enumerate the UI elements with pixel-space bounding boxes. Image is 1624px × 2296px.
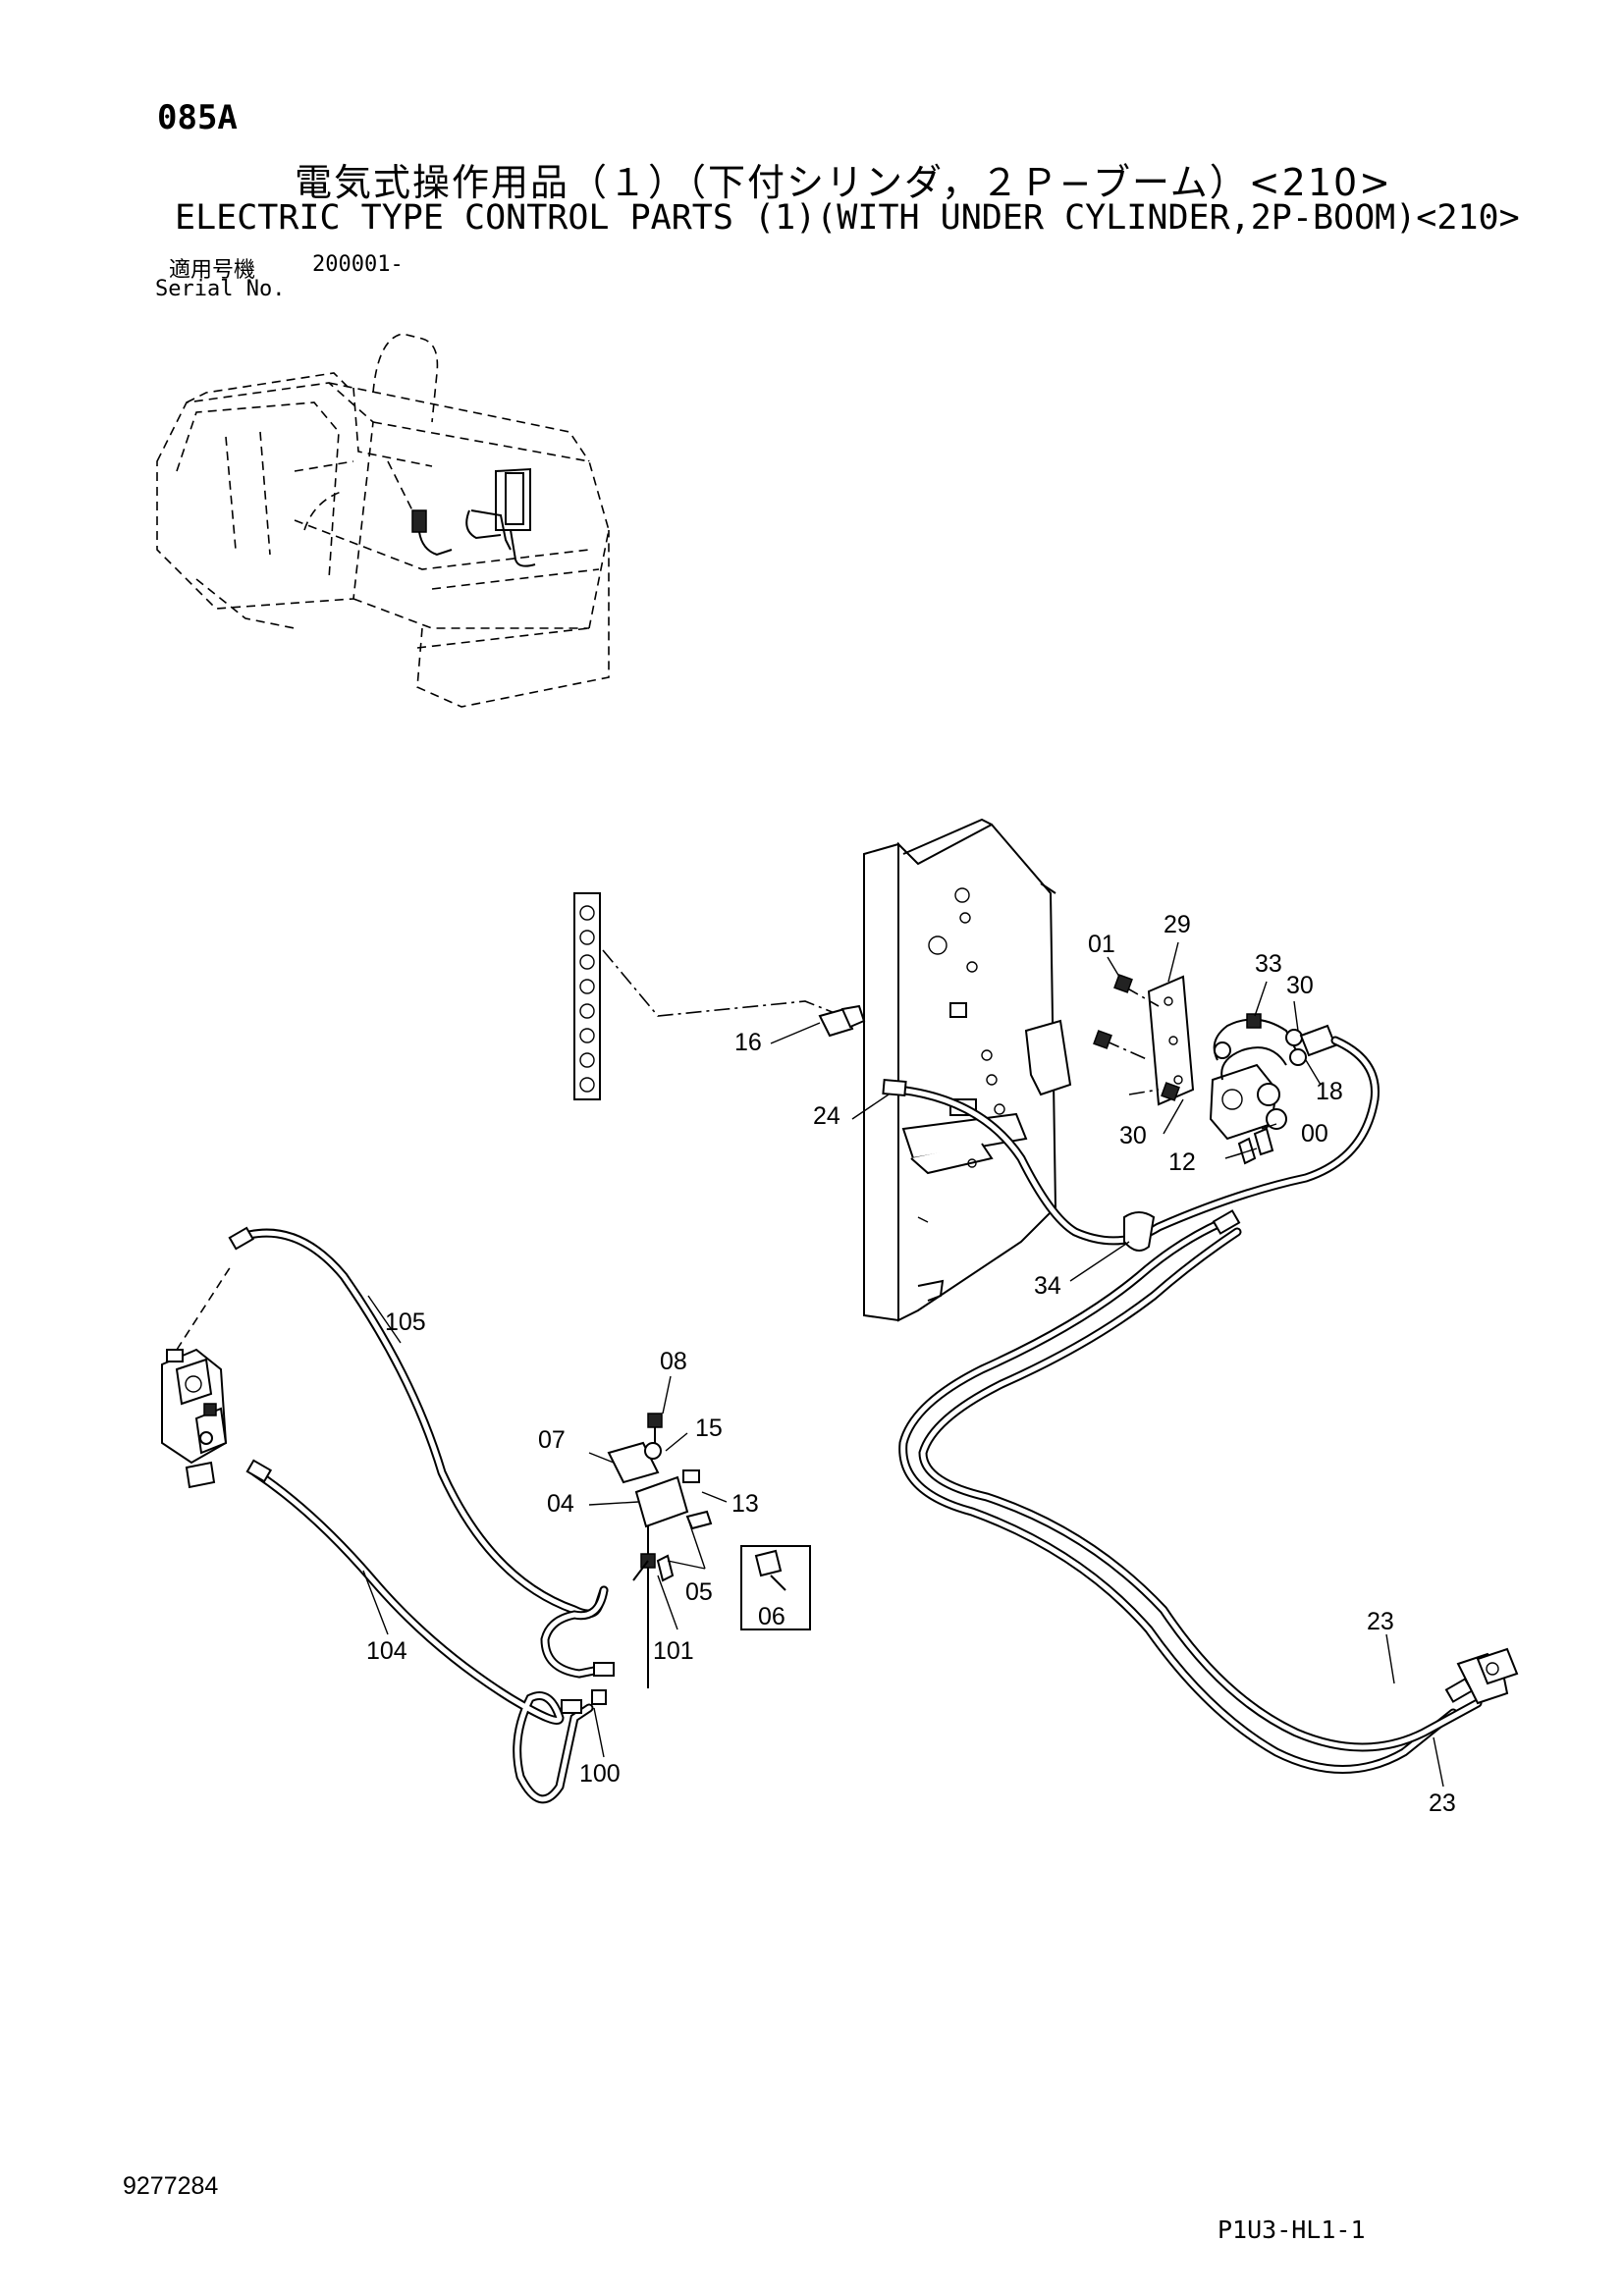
title-english: ELECTRIC TYPE CONTROL PARTS (1)(WITH UND… — [175, 198, 1520, 238]
callout-16: 16 — [734, 1029, 762, 1056]
pilot-valve — [161, 1265, 232, 1489]
callout-104: 104 — [366, 1637, 407, 1665]
callout-00: 00 — [1301, 1120, 1328, 1148]
title-japanese: 電気式操作用品（１）（下付シリンダ，２Ｐ−ブーム）<210> — [295, 161, 1393, 204]
connector-strip — [573, 892, 855, 1100]
callout-24: 24 — [813, 1102, 840, 1130]
machine-overview-illustration — [156, 333, 610, 708]
hose-24-route — [882, 1036, 1380, 1252]
hose-104-route — [245, 1459, 607, 1804]
mounting-panel — [863, 818, 1072, 1322]
page-code: 085A — [157, 98, 238, 137]
callout-30-lower: 30 — [1119, 1122, 1147, 1149]
callout-30-upper: 30 — [1286, 972, 1314, 999]
callout-08: 08 — [660, 1348, 687, 1375]
callout-23-lower: 23 — [1429, 1789, 1456, 1817]
leader-lines — [362, 941, 1444, 1788]
serial-label-english: Serial No. — [155, 277, 286, 301]
callout-105: 105 — [385, 1308, 426, 1336]
callout-06: 06 — [758, 1603, 785, 1630]
small-block-assembly — [607, 1413, 811, 1688]
callout-15: 15 — [695, 1415, 723, 1442]
fitting-16 — [818, 1004, 866, 1038]
callout-101: 101 — [653, 1637, 694, 1665]
document-number: 9277284 — [123, 2172, 219, 2200]
callout-12: 12 — [1168, 1148, 1196, 1176]
serial-number-value: 200001- — [312, 252, 404, 277]
callout-34: 34 — [1034, 1272, 1061, 1300]
callout-04: 04 — [547, 1490, 574, 1518]
callout-100: 100 — [579, 1760, 621, 1788]
sheet-code: P1U3-HL1-1 — [1218, 2216, 1366, 2244]
callout-01: 01 — [1088, 931, 1115, 958]
hose-23-route — [898, 1209, 1519, 1774]
hose-105-route — [228, 1226, 615, 1679]
callout-29: 29 — [1164, 911, 1191, 938]
part-callouts: 00 01 04 05 06 07 08 12 13 15 16 18 23 2… — [366, 911, 1456, 1817]
bracket-and-valve — [1093, 974, 1337, 1165]
callout-05: 05 — [685, 1578, 713, 1606]
callout-13: 13 — [731, 1490, 759, 1518]
callout-18: 18 — [1316, 1078, 1343, 1105]
callout-07: 07 — [538, 1426, 566, 1454]
callout-33: 33 — [1255, 950, 1282, 978]
callout-23-upper: 23 — [1367, 1608, 1394, 1635]
serial-label-japanese: 適用号機 — [169, 258, 256, 283]
